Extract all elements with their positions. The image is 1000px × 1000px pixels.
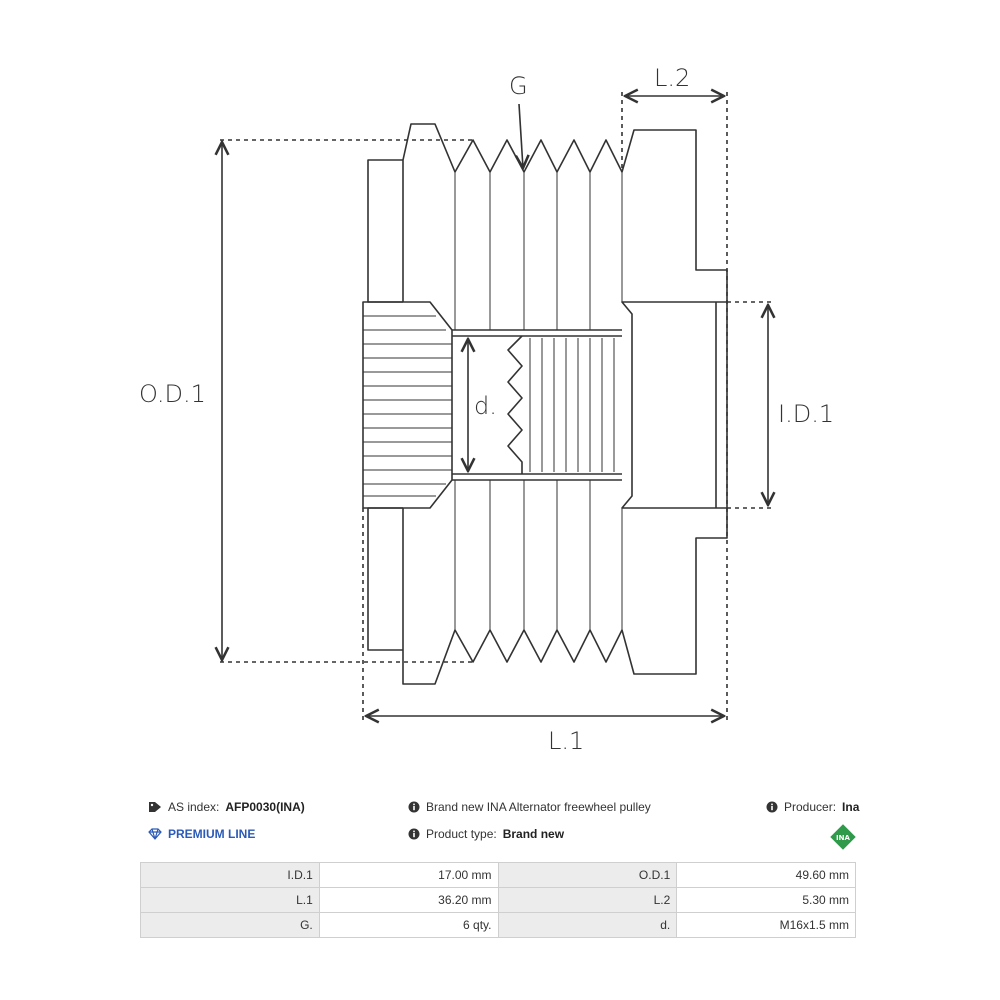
info-row-1: AS index: AFP0030(INA) Brand new INA Alt… — [140, 800, 860, 822]
thread-profile — [507, 335, 523, 474]
label-od1: O.D.1 — [139, 380, 206, 408]
product-type-label: Product type: — [426, 827, 497, 841]
spec-value: M16x1.5 mm — [676, 912, 856, 938]
svg-text:INA: INA — [836, 834, 850, 842]
bore — [452, 329, 622, 481]
front-hub — [621, 301, 728, 509]
pulley-back-flange — [367, 159, 403, 651]
spec-value: 6 qty. — [318, 912, 499, 938]
spec-value: 17.00 mm — [318, 862, 499, 888]
producer-label: Producer: — [784, 800, 837, 814]
producer-value: Ina — [842, 800, 860, 814]
producer: Producer: Ina — [766, 800, 859, 814]
spec-label: G. — [140, 912, 320, 938]
label-l1: L.1 — [548, 727, 584, 755]
table-row: I.D.1 17.00 mm O.D.1 49.60 mm — [140, 862, 856, 888]
g-leader — [519, 103, 523, 168]
pulley-drawing: G L.2 O.D.1 d. I.D.1 L.1 — [139, 64, 834, 755]
description-text: Brand new INA Alternator freewheel pulle… — [426, 800, 651, 814]
product-type: Product type: Brand new — [408, 827, 564, 841]
as-index: AS index: AFP0030(INA) — [148, 800, 305, 814]
specs-table: I.D.1 17.00 mm O.D.1 49.60 mm L.1 36.20 … — [140, 862, 856, 938]
spec-label: O.D.1 — [497, 862, 678, 888]
as-index-value: AFP0030(INA) — [225, 800, 305, 814]
spec-value: 36.20 mm — [318, 887, 499, 913]
table-row: L.1 36.20 mm L.2 5.30 mm — [140, 887, 856, 913]
spline-hub — [362, 301, 453, 509]
label-l2: L.2 — [654, 64, 690, 92]
label-g: G — [509, 72, 528, 100]
groove-lines-bottom — [454, 480, 623, 630]
tag-icon — [148, 801, 162, 813]
pulley-top-outline — [402, 123, 728, 302]
premium-line: PREMIUM LINE — [148, 827, 255, 841]
spec-value: 49.60 mm — [676, 862, 856, 888]
info-icon — [408, 828, 420, 840]
groove-lines-top — [454, 172, 623, 330]
spec-label: I.D.1 — [140, 862, 320, 888]
label-d: d. — [474, 392, 497, 420]
spec-label: L.1 — [140, 887, 320, 913]
ina-logo-icon: INA — [830, 824, 856, 850]
spec-value: 5.30 mm — [676, 887, 856, 913]
info-icon — [408, 801, 420, 813]
description: Brand new INA Alternator freewheel pulle… — [408, 800, 651, 814]
info-row-2: PREMIUM LINE Product type: Brand new INA — [140, 824, 860, 850]
as-index-label: AS index: — [168, 800, 220, 814]
diamond-icon — [148, 828, 162, 840]
spec-label: L.2 — [497, 887, 678, 913]
info-icon — [766, 801, 778, 813]
spec-label: d. — [497, 912, 678, 938]
premium-line-text: PREMIUM LINE — [168, 827, 256, 841]
table-row: G. 6 qty. d. M16x1.5 mm — [140, 912, 856, 938]
label-id1: I.D.1 — [778, 400, 834, 428]
ina-logo: INA — [830, 824, 856, 850]
pulley-bottom-outline — [402, 508, 728, 685]
product-type-value: Brand new — [502, 827, 565, 841]
